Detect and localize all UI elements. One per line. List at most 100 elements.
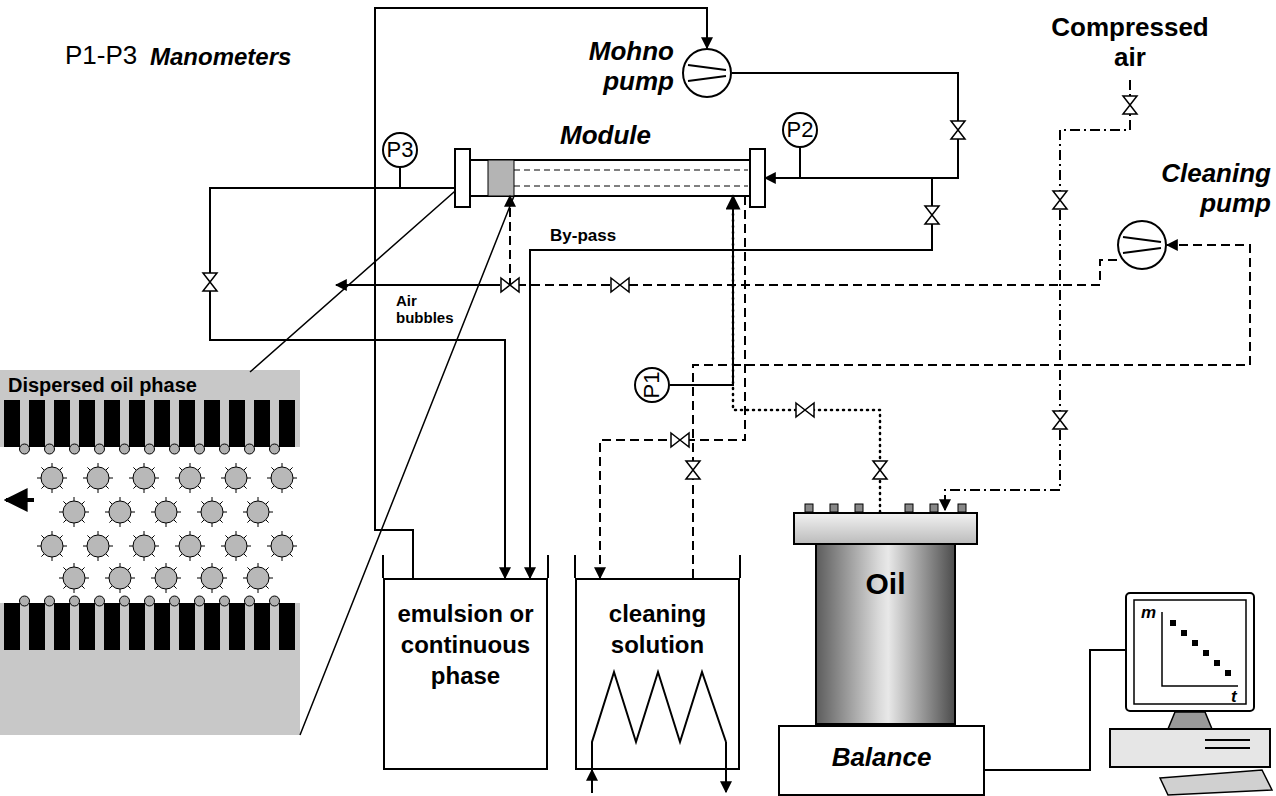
emulsifier bbox=[247, 520, 250, 523]
emulsifier bbox=[236, 463, 237, 467]
emulsifier bbox=[83, 478, 87, 479]
membrane-wall bbox=[29, 603, 45, 650]
emulsifier bbox=[223, 578, 227, 579]
emulsifier bbox=[82, 520, 85, 523]
emulsifier bbox=[174, 586, 177, 589]
flange-bolt bbox=[830, 504, 838, 512]
emulsifier bbox=[37, 546, 41, 547]
emulsifier bbox=[269, 578, 273, 579]
plot-point bbox=[1203, 650, 1209, 656]
emulsifier bbox=[271, 486, 274, 489]
emulsifier bbox=[225, 554, 228, 557]
valve-symbol bbox=[951, 121, 965, 139]
membrane-wall bbox=[229, 400, 245, 447]
plot-point bbox=[1181, 630, 1187, 636]
emulsifier bbox=[221, 478, 225, 479]
emulsifier bbox=[290, 554, 293, 557]
oil-droplet bbox=[225, 535, 247, 557]
membrane-wall bbox=[204, 400, 220, 447]
emulsifier bbox=[201, 586, 204, 589]
emulsifier bbox=[175, 478, 179, 479]
emulsifier bbox=[271, 535, 274, 538]
screen bbox=[1134, 600, 1246, 704]
emulsifier bbox=[59, 512, 63, 513]
emulsifier bbox=[175, 546, 179, 547]
emulsifier bbox=[293, 546, 297, 547]
flange-bolt bbox=[855, 504, 863, 512]
pipe-line bbox=[400, 168, 455, 188]
membrane-wall bbox=[229, 603, 245, 650]
emulsifier bbox=[198, 535, 201, 538]
emulsifier bbox=[52, 531, 53, 535]
emulsifier bbox=[133, 467, 136, 470]
tank-wall bbox=[383, 555, 740, 578]
emulsifier bbox=[271, 554, 274, 557]
emulsifier bbox=[109, 546, 113, 547]
membrane-wall bbox=[279, 400, 295, 447]
oil-droplet bbox=[247, 567, 269, 589]
emulsifier bbox=[166, 497, 167, 501]
compressed-air-line bbox=[945, 80, 1130, 510]
emulsifier bbox=[52, 463, 53, 467]
emulsifier bbox=[37, 478, 41, 479]
emulsifier bbox=[179, 535, 182, 538]
vessel-body: Oil bbox=[815, 545, 956, 725]
emulsifier bbox=[85, 578, 89, 579]
emulsifier bbox=[244, 554, 247, 557]
oil-vessel: Oil bbox=[793, 512, 978, 725]
forming-droplet bbox=[95, 444, 105, 454]
emulsifier bbox=[266, 567, 269, 570]
emulsifier bbox=[60, 554, 63, 557]
emulsifier bbox=[282, 531, 283, 535]
emulsifier bbox=[258, 563, 259, 567]
oil-droplet bbox=[63, 501, 85, 523]
emulsifier bbox=[174, 501, 177, 504]
oil-droplet bbox=[109, 501, 131, 523]
air-outlet bbox=[336, 284, 500, 286]
emulsifier bbox=[266, 520, 269, 523]
plot-point bbox=[1170, 620, 1176, 626]
emulsifier bbox=[133, 486, 136, 489]
emulsifier bbox=[128, 520, 131, 523]
emulsifier bbox=[155, 478, 159, 479]
membrane-wall bbox=[54, 603, 70, 650]
emulsifier bbox=[201, 546, 205, 547]
pressure-gauge: P3 bbox=[382, 132, 418, 168]
emulsifier bbox=[179, 554, 182, 557]
emulsifier bbox=[63, 478, 67, 479]
emulsifier bbox=[144, 531, 145, 535]
emulsifier bbox=[129, 478, 133, 479]
oil-droplet bbox=[179, 535, 201, 557]
emulsifier bbox=[63, 520, 66, 523]
emulsifier bbox=[190, 463, 191, 467]
membrane-section bbox=[488, 160, 514, 196]
cleaning-tank: cleaning solution bbox=[575, 578, 740, 770]
emulsifier bbox=[106, 535, 109, 538]
emulsifier bbox=[128, 501, 131, 504]
emulsifier bbox=[109, 567, 112, 570]
membrane-wall bbox=[254, 400, 270, 447]
oil-droplet bbox=[41, 535, 63, 557]
oil-droplet bbox=[155, 567, 177, 589]
emulsifier bbox=[41, 554, 44, 557]
emulsifier bbox=[74, 563, 75, 567]
node-text: Balance bbox=[780, 727, 983, 788]
pipe-line bbox=[375, 8, 707, 578]
emulsifier bbox=[243, 512, 247, 513]
node-text: Mohno pump bbox=[578, 36, 674, 96]
label-text: Manometers bbox=[150, 42, 291, 72]
forming-droplet bbox=[270, 596, 280, 606]
emulsifier bbox=[155, 501, 158, 504]
computer-base bbox=[1110, 729, 1270, 767]
emulsifier bbox=[247, 501, 250, 504]
node-text: emulsion or continuous phase bbox=[385, 598, 546, 691]
emulsifier bbox=[201, 501, 204, 504]
forming-droplet bbox=[170, 596, 180, 606]
emulsifier bbox=[220, 567, 223, 570]
emulsifier bbox=[63, 586, 66, 589]
forming-droplet bbox=[220, 596, 230, 606]
oil-droplet bbox=[271, 467, 293, 489]
edge-label: By-pass bbox=[548, 226, 618, 246]
emulsifier bbox=[85, 512, 89, 513]
